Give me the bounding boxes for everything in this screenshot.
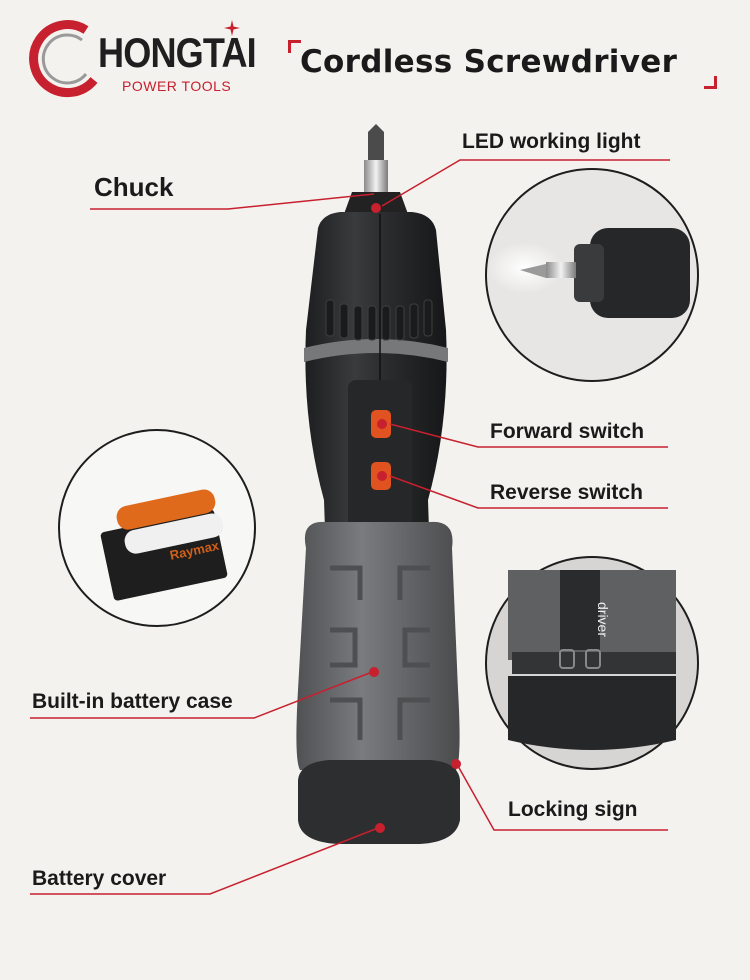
brand-name: HONGTAI — [98, 29, 257, 76]
brand-tagline: POWER TOOLS — [122, 78, 232, 94]
grip-pattern — [330, 565, 430, 740]
callout-lines — [30, 159, 670, 895]
logo-ring-icon — [29, 20, 98, 98]
screwdriver-bit — [364, 124, 388, 192]
label-locking-sign: Locking sign — [508, 798, 638, 821]
label-battery-case: Built-in battery case — [32, 690, 233, 713]
label-reverse-switch: Reverse switch — [490, 481, 643, 504]
page-title: Cordless Screwdriver — [300, 44, 678, 80]
title-bracket-right — [704, 76, 717, 89]
callout-dots — [369, 203, 461, 833]
grey-band — [304, 339, 448, 362]
lock-icon — [559, 649, 575, 669]
battery-holder-circle: Raymax — [58, 429, 256, 627]
grip-text: driver — [595, 602, 611, 637]
unlock-icon — [585, 649, 601, 669]
title-bracket-left — [288, 40, 301, 53]
sparkle-icon — [224, 20, 240, 36]
grip-handle — [296, 521, 460, 770]
label-led-light: LED working light — [462, 130, 641, 153]
label-chuck: Chuck — [94, 172, 174, 202]
locking-closeup-circle: driver — [485, 556, 699, 770]
brand-logo: HONGTAI POWER TOOLS — [28, 18, 258, 100]
label-forward-switch: Forward switch — [490, 420, 645, 443]
battery-cover-part — [298, 760, 460, 844]
label-battery-cover: Battery cover — [32, 867, 167, 890]
ribbed-collar — [325, 299, 433, 341]
led-closeup-circle — [485, 168, 699, 382]
